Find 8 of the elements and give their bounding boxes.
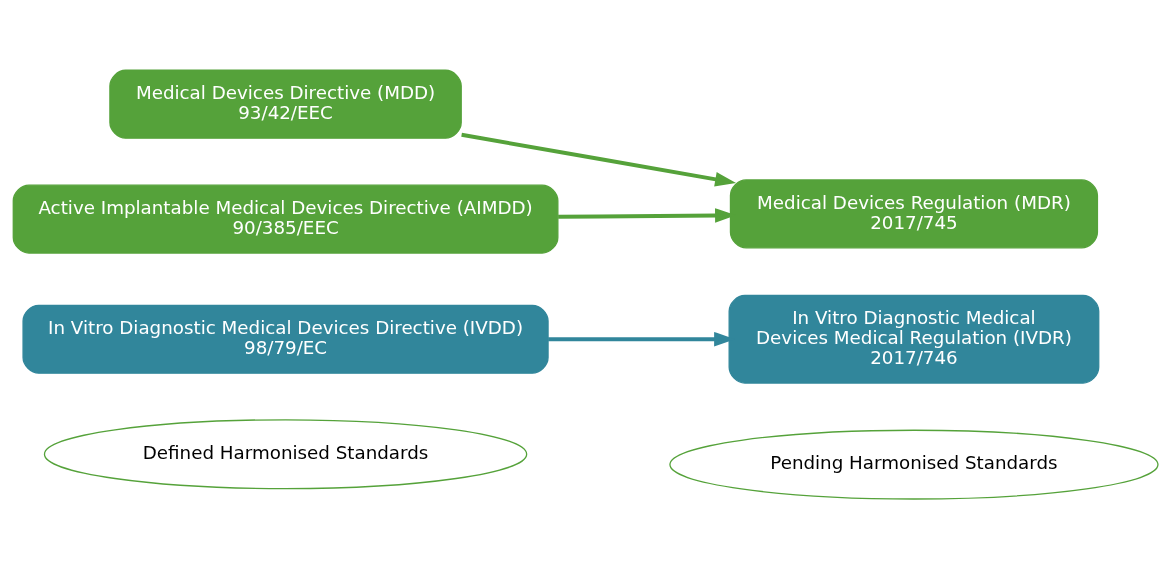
node-ellipse: Pending Harmonised Standards (669, 429, 1159, 500)
node-box: In Vitro Diagnostic Medical Devices Directive (IVDD) 98/79/EC (22, 304, 549, 374)
node-box: Medical Devices Regulation (MDR) 2017/745 (729, 179, 1099, 249)
node-box: Medical Devices Directive (MDD) 93/42/EEC (109, 69, 462, 139)
node-box: In Vitro Diagnostic Medical Devices Medical Regulation (IVDR) 2017/746 (728, 294, 1100, 384)
arrow (461, 132, 737, 187)
node-ellipse: Defined Harmonised Standards (43, 419, 528, 490)
node-box: Active Implantable Medical Devices Directive (AIMDD) 90/385/EEC (12, 184, 559, 254)
